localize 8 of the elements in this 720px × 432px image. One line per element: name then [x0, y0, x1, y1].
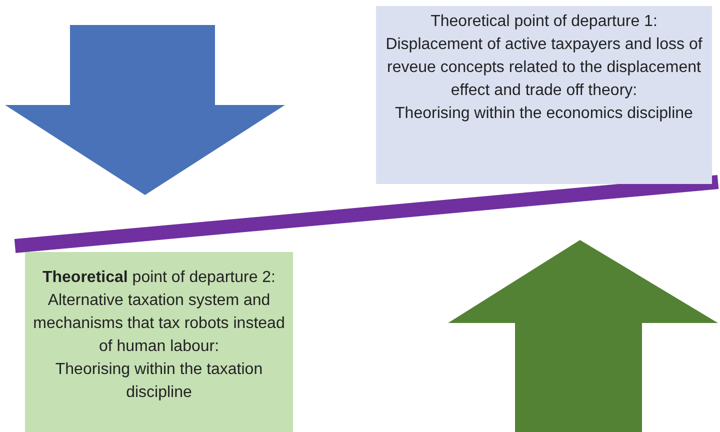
box-text: Theorising within the economics discipline [394, 104, 694, 124]
text-box [25, 252, 293, 432]
box-text: Displacement of active taxpayers and loss of reveue concepts related to the displacement effect and trade off theory: [384, 35, 704, 101]
box-text: Alternative taxation system and mechanisms that tax robots instead of human labour: [32, 291, 286, 357]
box-heading: Theoretical point of departure 1: [430, 12, 658, 32]
box-text: Theorising within the taxation discipline [54, 360, 264, 403]
box-heading: Theoretical point of departure 2: [41, 268, 276, 288]
text-box [376, 6, 712, 184]
